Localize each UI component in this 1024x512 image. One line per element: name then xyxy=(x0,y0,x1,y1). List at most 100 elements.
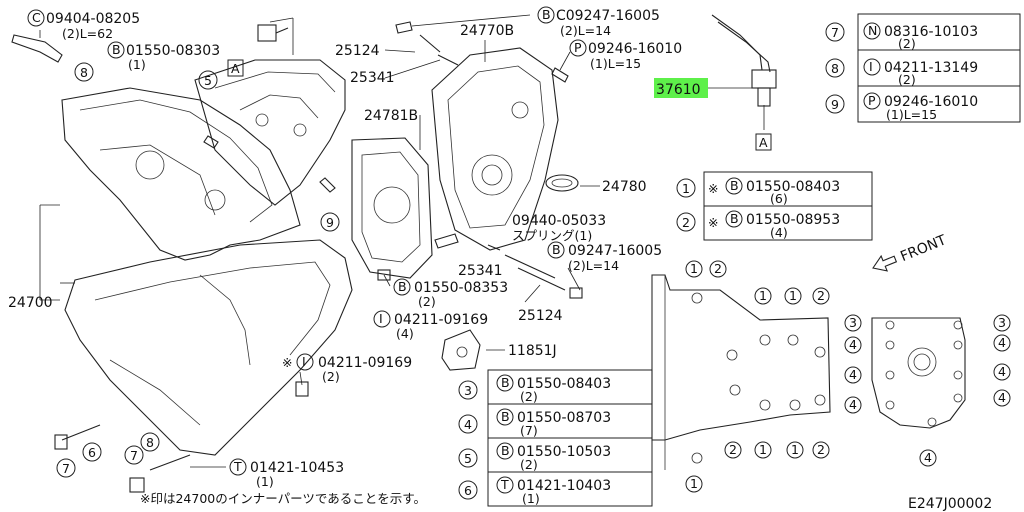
num-1-m1: 1 xyxy=(690,261,698,276)
num-4-r3: 4 xyxy=(849,367,857,382)
num-1-m4: 1 xyxy=(759,442,767,457)
svg-text:T: T xyxy=(500,477,509,492)
svg-text:3: 3 xyxy=(464,383,472,398)
label-25341-mid: 25341 xyxy=(458,263,503,279)
svg-text:(7): (7) xyxy=(520,423,538,438)
prefix-09246: P xyxy=(574,40,582,55)
num-1-m5: 1 xyxy=(791,442,799,457)
svg-text:(2): (2) xyxy=(898,72,916,87)
svg-text:(2): (2) xyxy=(520,389,538,404)
label-01550-08353: 01550-08353 xyxy=(414,280,508,296)
footnote-inner-parts: ※印は24700のインナーパーツであることを示す。 xyxy=(140,491,426,506)
legend-mid-row-1: 1 ※ B 01550-08403 (6) xyxy=(676,177,840,206)
label-04211-09169-b: 04211-09169 xyxy=(318,355,412,371)
num-4-r7: 4 xyxy=(924,450,932,465)
svg-text:5: 5 xyxy=(464,451,472,466)
svg-text:P: P xyxy=(868,93,876,108)
svg-text:B: B xyxy=(501,409,510,424)
legend-bottom-row-6: 6 T 01421-10403 (1) xyxy=(458,476,611,506)
prefix-01550-08353: B xyxy=(398,279,407,294)
label-11851j: 11851J xyxy=(508,343,557,359)
svg-text:(1)L=15: (1)L=15 xyxy=(886,107,937,122)
qty-04211-b: (2) xyxy=(322,369,340,384)
svg-text:4: 4 xyxy=(464,417,472,432)
num-8-a: 8 xyxy=(80,65,88,80)
drawing-numbers: 8 5 9 7 6 8 7 1 2 1 1 2 2 1 1 2 1 3 3 4 … xyxy=(56,62,1011,493)
label-24780: 24780 xyxy=(602,179,647,195)
label-37610: 37610 xyxy=(656,82,701,98)
num-1-m6: 1 xyxy=(690,476,698,491)
leader-lines xyxy=(39,14,765,468)
prefix-09247-top: B xyxy=(542,7,551,22)
qty-01550-08303: (1) xyxy=(128,57,146,72)
qty-01421-10453: (1) xyxy=(256,474,274,489)
svg-text:7: 7 xyxy=(831,25,839,40)
svg-text:B: B xyxy=(501,443,510,458)
diagram-id: E247J00002 xyxy=(908,496,992,512)
num-2-m1: 2 xyxy=(714,261,722,276)
legend-bottom-row-5: 5 B 01550-10503 (2) xyxy=(458,442,611,472)
prefix-01550-08303: B xyxy=(112,42,121,57)
label-24700: 24700 xyxy=(8,295,53,311)
svg-text:(1): (1) xyxy=(522,491,540,506)
num-2-m3: 2 xyxy=(729,442,737,457)
num-4-r2: 4 xyxy=(998,335,1006,350)
label-09440-05033: 09440-05033 xyxy=(512,213,606,229)
label-25124-top: 25124 xyxy=(335,43,380,59)
num-4-r5: 4 xyxy=(849,397,857,412)
svg-text:09246-16010: 09246-16010 xyxy=(884,94,978,110)
legend-right-row-8: 8 I 04211-13149 (2) xyxy=(825,58,978,87)
num-7-b: 7 xyxy=(130,448,138,463)
svg-text:01550-08703: 01550-08703 xyxy=(517,410,611,426)
label-01550-08303: 01550-08303 xyxy=(126,43,220,59)
num-6-a: 6 xyxy=(88,445,96,460)
svg-text:(4): (4) xyxy=(770,225,788,240)
num-4-r4: 4 xyxy=(998,364,1006,379)
qty-04211-a: (4) xyxy=(396,326,414,341)
legend-right-row-9: 9 P 09246-16010 (1)L=15 xyxy=(825,92,978,122)
label-01421-10453: 01421-10453 xyxy=(250,460,344,476)
label-04211-09169-a: 04211-09169 xyxy=(394,312,488,328)
svg-text:08316-10103: 08316-10103 xyxy=(884,24,978,40)
svg-text:01550-08403: 01550-08403 xyxy=(746,179,840,195)
label-25341-top: 25341 xyxy=(350,70,395,86)
svg-text:B: B xyxy=(730,211,739,226)
svg-text:N: N xyxy=(868,23,877,38)
svg-text:6: 6 xyxy=(464,483,472,498)
num-7-a: 7 xyxy=(62,461,70,476)
callout-labels: C 09404-08205 (2)L=62 B 01550-08303 (1) … xyxy=(8,6,992,512)
legend-right: 7 N 08316-10103 (2) 8 I 04211-13149 (2) … xyxy=(825,13,1021,123)
svg-text:9: 9 xyxy=(831,97,839,112)
svg-text:B: B xyxy=(730,178,739,193)
label-09246-16010: 09246-16010 xyxy=(588,41,682,57)
qty-09404: (2)L=62 xyxy=(62,26,113,41)
svg-text:(2): (2) xyxy=(520,457,538,472)
legend-bottom-row-3: 3 B 01550-08403 (2) xyxy=(458,374,611,404)
label-front: FRONT xyxy=(898,232,949,265)
qty-09246: (1)L=15 xyxy=(590,56,641,71)
prefix-01421-10453: T xyxy=(233,459,242,474)
ref-a-left: A xyxy=(231,61,240,76)
svg-text:※: ※ xyxy=(708,181,718,196)
label-25124-mid: 25124 xyxy=(518,308,563,324)
prefix-04211-a: I xyxy=(379,311,383,326)
num-2-m2: 2 xyxy=(817,288,825,303)
svg-text:(6): (6) xyxy=(770,191,788,206)
svg-text:B: B xyxy=(501,375,510,390)
qty-09247-top: (2)L=14 xyxy=(560,23,611,38)
svg-text:01550-08953: 01550-08953 xyxy=(746,212,840,228)
svg-text:I: I xyxy=(869,59,873,74)
num-5-a: 5 xyxy=(204,73,212,88)
mark-04211-b: ※ xyxy=(282,355,292,370)
svg-text:01421-10403: 01421-10403 xyxy=(517,478,611,494)
num-1-m3: 1 xyxy=(789,288,797,303)
ref-a-right: A xyxy=(759,135,768,150)
svg-text:04211-13149: 04211-13149 xyxy=(884,60,978,76)
label-spring: スプリング(1) xyxy=(512,228,592,243)
label-c09247-16005: C09247-16005 xyxy=(556,8,660,24)
legend-bottom-row-4: 4 B 01550-08703 (7) xyxy=(458,408,611,438)
qty-01550-08353: (2) xyxy=(418,294,436,309)
prefix-09247-mid: B xyxy=(552,242,561,257)
num-9-a: 9 xyxy=(326,215,334,230)
